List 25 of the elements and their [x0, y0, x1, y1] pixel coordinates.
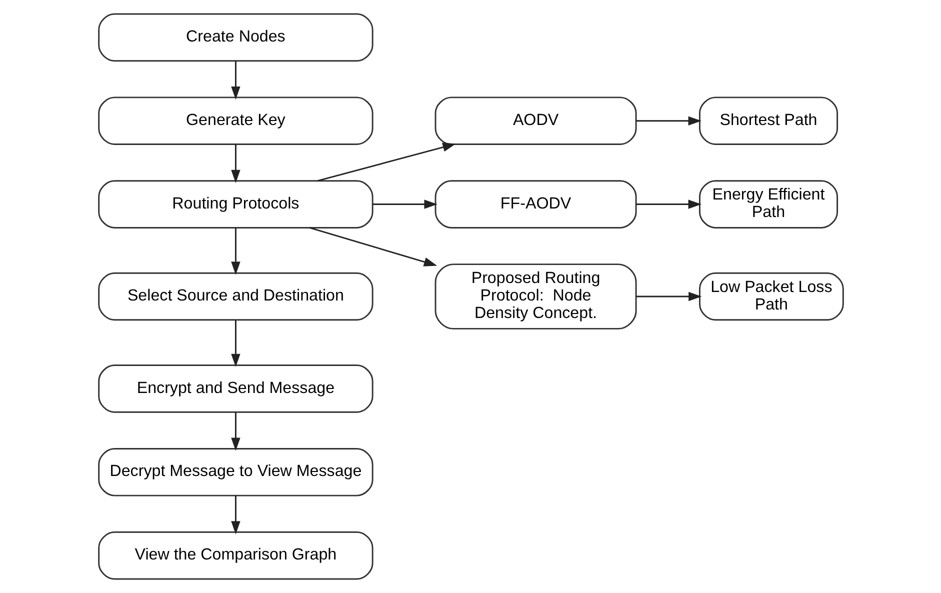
- arrow: [230, 60, 240, 100]
- arrow: [372, 200, 437, 209]
- arrow: [316, 142, 456, 182]
- arrow: [636, 200, 701, 209]
- node-box: Low Packet Loss Path: [698, 272, 844, 321]
- node-box: Select Source and Destination: [98, 272, 373, 321]
- arrow: [636, 292, 702, 302]
- arrow: [230, 320, 240, 368]
- node-box: Proposed Routing Protocol: Node Density Concept.: [434, 264, 636, 330]
- arrow: [230, 412, 240, 451]
- node-box: FF-AODV: [434, 180, 636, 228]
- arrow: [230, 496, 240, 534]
- arrow: [230, 144, 240, 184]
- arrow: [230, 228, 240, 275]
- node-box: Energy Efficient Path: [698, 180, 838, 228]
- arrow: [308, 227, 437, 266]
- node-box: Routing Protocols: [98, 180, 373, 228]
- node-box: AODV: [434, 96, 636, 145]
- node-box: Create Nodes: [98, 13, 373, 62]
- node-box: Shortest Path: [698, 96, 838, 145]
- arrow: [636, 116, 701, 126]
- node-box: Generate Key: [98, 96, 373, 145]
- node-box: Decrypt Message to View Message: [98, 448, 373, 496]
- node-box: Encrypt and Send Message: [98, 364, 373, 413]
- node-box: View the Comparison Graph: [98, 531, 373, 580]
